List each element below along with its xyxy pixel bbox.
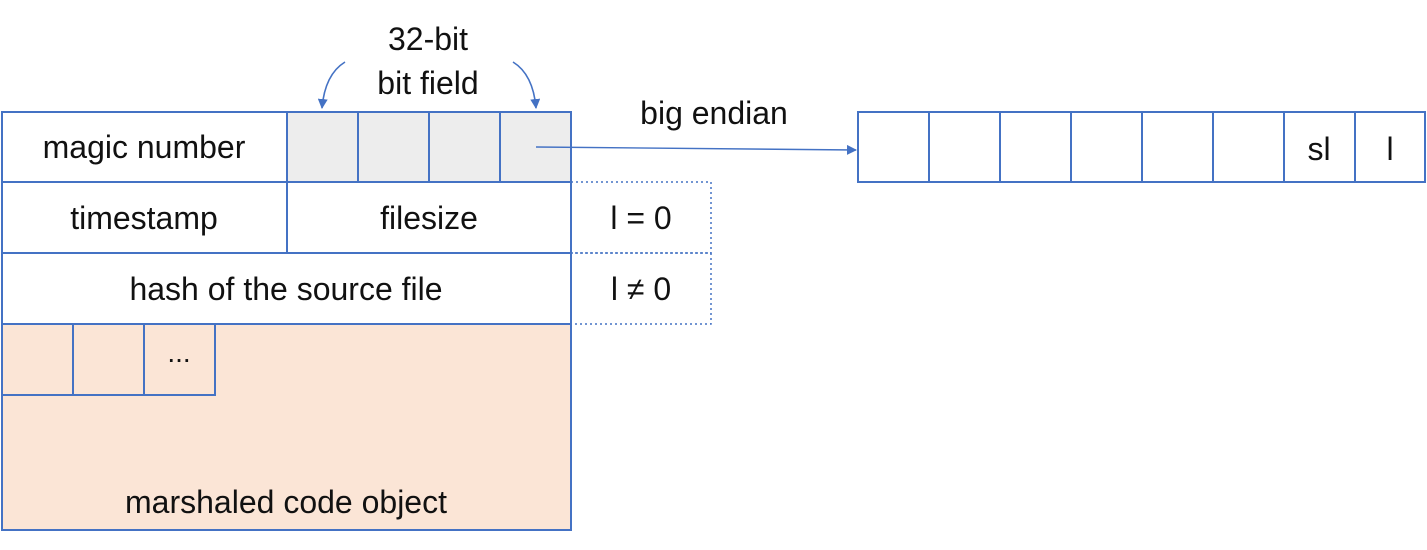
flag-bit-cell — [999, 111, 1072, 183]
filesize-label: filesize — [380, 200, 478, 236]
code-byte-cell — [72, 323, 145, 396]
code-byte-cell — [143, 323, 216, 396]
flag-l-label: l — [1386, 131, 1393, 167]
flag-bit-cell — [1070, 111, 1143, 183]
condition-l-nonzero-label: l ≠ 0 — [611, 271, 671, 307]
flag-bit-cell — [928, 111, 1001, 183]
bit-width-label: 32-bit — [388, 21, 468, 57]
flag-bit-cell — [286, 111, 359, 183]
magic-number-cell — [1, 111, 288, 183]
magic-number-label: magic number — [43, 129, 246, 165]
ellipsis-label: ... — [167, 337, 190, 368]
flag-bit-l-cell — [1354, 111, 1426, 183]
flag-bit-cell — [1141, 111, 1214, 183]
flag-sl-label: sl — [1307, 131, 1330, 167]
right-bit-arrow — [512, 61, 541, 109]
left-bit-arrow — [317, 61, 346, 109]
flag-bit-cell — [1212, 111, 1285, 183]
code-byte-cell — [1, 323, 74, 396]
endian-arrow — [535, 144, 857, 155]
hash-label: hash of the source file — [129, 271, 442, 307]
endian-label: big endian — [640, 95, 788, 131]
timestamp-cell — [1, 181, 288, 254]
flag-bit-cell — [428, 111, 501, 183]
bit-field-label: bit field — [377, 65, 478, 101]
hash-cell — [1, 252, 572, 325]
condition-l-zero-label: l = 0 — [610, 200, 671, 236]
flag-bit-cell — [357, 111, 430, 183]
timestamp-label: timestamp — [70, 200, 218, 236]
flag-bit-cell — [857, 111, 930, 183]
marshaled-label: marshaled code object — [125, 484, 447, 520]
